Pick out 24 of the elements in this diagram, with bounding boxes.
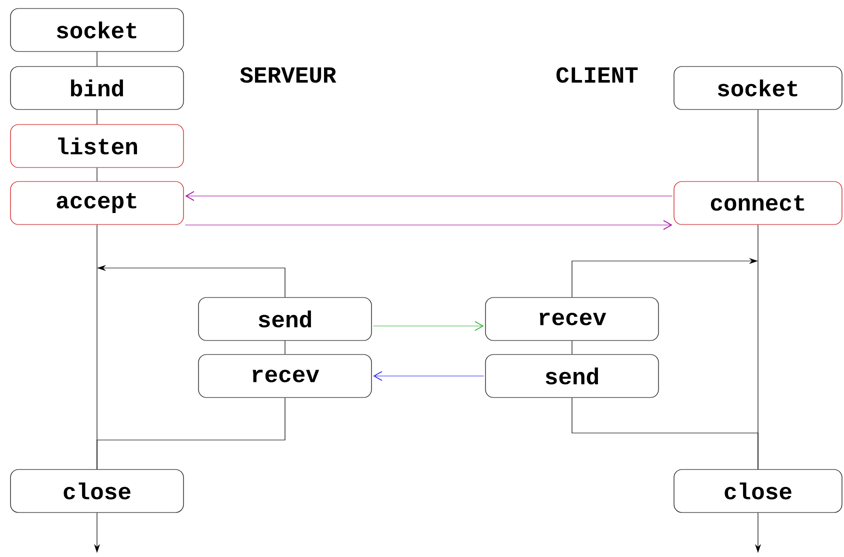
connector-line [96, 167, 98, 182]
connector-line [572, 397, 758, 470]
function-box: send [198, 297, 372, 341]
heading-label: CLIENT [556, 67, 638, 83]
function-box: recev [485, 297, 659, 341]
function-box: accept [10, 181, 184, 225]
connector-line [96, 397, 286, 470]
function-box: connect [674, 181, 842, 225]
heading-label: SERVEUR [240, 67, 336, 83]
arrow [184, 220, 672, 230]
function-box: close [10, 469, 184, 513]
function-box: bind [10, 66, 184, 110]
function-box: socket [10, 8, 184, 52]
function-box: close [674, 469, 842, 513]
connector-line [284, 340, 286, 355]
function-box: listen [10, 124, 184, 168]
function-box: socket [674, 66, 842, 110]
arrow [373, 371, 484, 381]
connector-line [96, 51, 98, 67]
arrow [372, 321, 484, 331]
arrow [185, 191, 673, 201]
connector-line [96, 109, 98, 125]
function-box: send [485, 354, 659, 398]
function-box: recev [198, 354, 372, 398]
